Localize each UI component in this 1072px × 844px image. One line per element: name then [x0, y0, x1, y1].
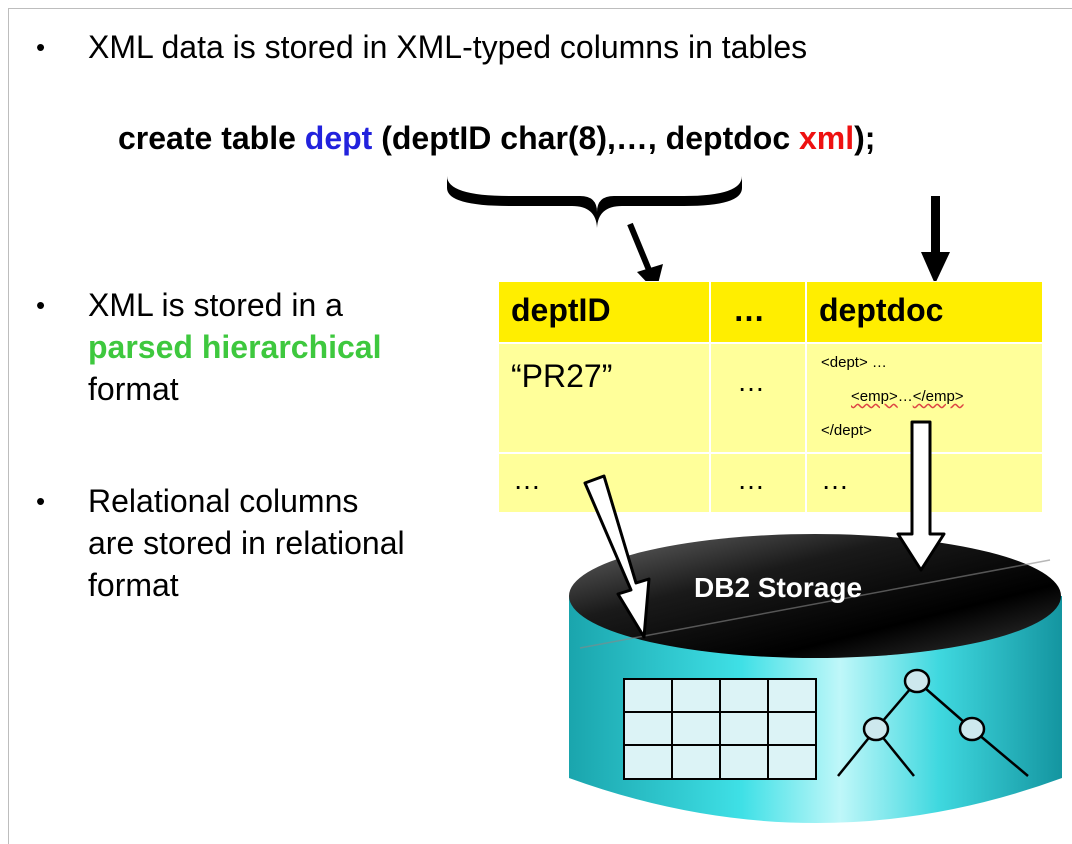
sql-part1: create table	[118, 120, 305, 156]
brace-icon	[447, 176, 742, 228]
header-deptid: deptID	[498, 281, 710, 343]
bullet-line-3: format	[88, 567, 179, 603]
header-ellipsis: …	[710, 281, 806, 343]
xml-line-2: <emp>…</emp>	[851, 388, 964, 405]
bullet-marker: •	[36, 486, 46, 516]
cell-ellipsis: …	[710, 343, 806, 453]
cell-deptid-value: “PR27”	[498, 343, 710, 453]
xml-line-3: </dept>	[821, 422, 872, 439]
cell-row2-col2: …	[710, 453, 806, 513]
bullet-text: XML data is stored in XML-typed columns …	[88, 29, 808, 65]
bullet-line-1: XML is stored in a	[88, 287, 343, 323]
bullet-marker: •	[36, 290, 46, 320]
header-deptdoc: deptdoc	[806, 281, 1043, 343]
arrow-relational-to-storage-icon	[583, 474, 651, 639]
xml-line-1: <dept> …	[821, 354, 887, 371]
bullet-line-2: are stored in relational	[88, 525, 405, 561]
bullet-line-1: Relational columns	[88, 483, 359, 519]
sql-part3: );	[854, 120, 876, 156]
create-table-statement: create table dept (deptID char(8),…, dep…	[118, 116, 875, 160]
arrow-xml-to-storage-icon	[896, 420, 946, 572]
bullet-line-3: format	[88, 371, 179, 407]
sql-part2: (deptID char(8),…, deptdoc	[372, 120, 799, 156]
xml-tree-icon	[837, 668, 1029, 777]
sql-table-name: dept	[304, 120, 373, 156]
bullet-marker: •	[36, 32, 46, 62]
storage-label: DB2 Storage	[694, 572, 863, 603]
arrow-to-deptdoc-icon	[921, 196, 950, 284]
cell-deptdoc-xml: <dept> … <emp>…</emp> </dept>	[806, 343, 1043, 453]
relational-table-icon	[623, 678, 817, 780]
sql-xml-type: xml	[799, 120, 855, 156]
bullet-highlight: parsed hierarchical	[88, 329, 382, 365]
dept-table: deptID … deptdoc “PR27” … <dept> … <emp>…	[498, 281, 1043, 513]
